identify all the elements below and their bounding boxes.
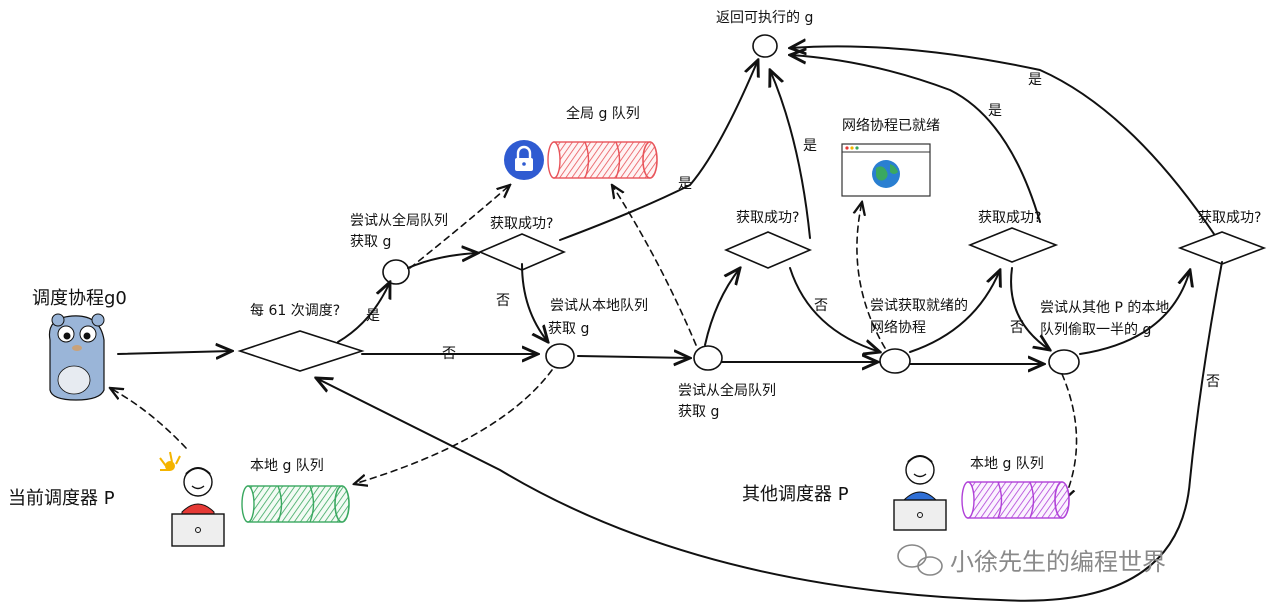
edge-label-no-success-steal: 否 — [1206, 374, 1220, 390]
dash-trylocal-to-localqueue — [354, 369, 553, 484]
label-global-queue: 全局 g 队列 — [566, 105, 640, 122]
edge-label-no-success-netpoll: 否 — [1010, 320, 1024, 336]
label-try-steal-2: 队列偷取一半的 g — [1040, 322, 1151, 338]
label-try-local-2: 获取 g — [548, 321, 589, 337]
dash-tryglobal-to-lock — [409, 185, 510, 269]
other-local-queue-cylinder — [961, 481, 1070, 519]
node-try-netpoll — [879, 348, 911, 374]
diamond-every61 — [237, 330, 365, 372]
diamond-success-global2 — [723, 231, 813, 269]
diamond-success-steal — [1177, 231, 1267, 265]
edge-label-yes-success-steal: 是 — [1028, 72, 1042, 88]
edge-label-yes-every61: 是 — [366, 308, 380, 324]
dash-steal-to-otherqueue — [1061, 373, 1078, 500]
edge-success3-to-steal — [1010, 267, 1050, 350]
label-success-global2: 获取成功? — [736, 210, 799, 226]
edge-success2-to-return — [770, 70, 811, 239]
label-other-local-queue: 本地 g 队列 — [970, 456, 1044, 472]
label-network-ready: 网络协程已就绪 — [842, 118, 940, 134]
other-scheduler-label: 其他调度器 P — [742, 484, 849, 505]
global-queue-cylinder — [547, 141, 658, 179]
label-try-global-2: 获取 g — [350, 234, 391, 250]
current-scheduler-label: 当前调度器 P — [8, 488, 115, 509]
scheduler-title: 调度协程g0 — [32, 288, 127, 309]
label-try-steal-1: 尝试从其他 P 的本地 — [1040, 300, 1169, 316]
diamond-success-global — [477, 233, 567, 271]
diamond-success-netpoll — [967, 227, 1059, 263]
edges — [110, 46, 1223, 602]
edge-success-to-return — [559, 60, 758, 241]
lock-icon — [504, 140, 544, 180]
label-success-netpoll: 获取成功? — [978, 210, 1041, 226]
edge-success-to-trylocal — [521, 263, 548, 342]
label-try-global2-1: 尝试从全局队列 — [678, 382, 776, 399]
edge-trylocal-to-tryglobal2 — [577, 356, 690, 358]
node-return-runnable — [752, 34, 778, 58]
watermark: 小徐先生的编程世界 — [950, 548, 1166, 576]
label-try-global2-2: 获取 g — [678, 404, 719, 420]
edge-success4-to-return — [790, 46, 1215, 235]
edge-tryglobal2-to-success2 — [704, 268, 740, 346]
label-try-local-1: 尝试从本地队列 — [550, 298, 648, 314]
browser-globe-icon — [841, 143, 931, 197]
dash-netpoll-to-browser — [857, 202, 886, 349]
edge-label-yes-success-netpoll: 是 — [988, 103, 1002, 119]
edge-g0-to-every61 — [117, 351, 232, 354]
label-return-runnable: 返回可执行的 g — [716, 10, 813, 26]
edge-success2-to-netpoll — [789, 267, 880, 352]
edge-success3-to-return — [790, 55, 1041, 223]
label-try-netpoll-1: 尝试获取就绪的 — [870, 298, 968, 314]
label-try-netpoll-2: 网络协程 — [870, 320, 926, 336]
edge-success4-to-every61-loop — [316, 261, 1223, 602]
wechat-icon — [897, 544, 943, 576]
person-current-scheduler — [159, 451, 225, 547]
dash-person-to-gopher — [110, 388, 187, 449]
node-try-global2 — [693, 345, 723, 371]
dash-tryglobal2-to-globalqueue — [612, 185, 697, 346]
edge-label-yes-success-global2: 是 — [803, 138, 817, 154]
label-try-global-1: 尝试从全局队列 — [350, 212, 448, 229]
edge-label-no-every61: 否 — [442, 346, 456, 362]
edge-steal-to-success4 — [1079, 270, 1190, 355]
edge-label-no-success-global: 否 — [496, 293, 510, 309]
edge-every61-to-tryglobal — [337, 282, 390, 343]
label-local-queue: 本地 g 队列 — [250, 458, 324, 474]
edge-label-no-success-global2: 否 — [814, 298, 828, 314]
local-queue-cylinder — [241, 485, 350, 523]
node-try-steal — [1048, 349, 1080, 375]
edge-netpoll-to-success3 — [909, 270, 1000, 353]
label-success-steal: 获取成功? — [1198, 210, 1261, 226]
label-every61: 每 61 次调度? — [250, 303, 340, 319]
node-try-local — [545, 343, 575, 369]
person-other-scheduler — [893, 455, 947, 531]
label-success-global: 获取成功? — [490, 216, 553, 232]
node-try-global — [382, 259, 410, 285]
edge-label-yes-success-global: 是 — [678, 176, 692, 192]
gopher-icon — [48, 313, 105, 401]
